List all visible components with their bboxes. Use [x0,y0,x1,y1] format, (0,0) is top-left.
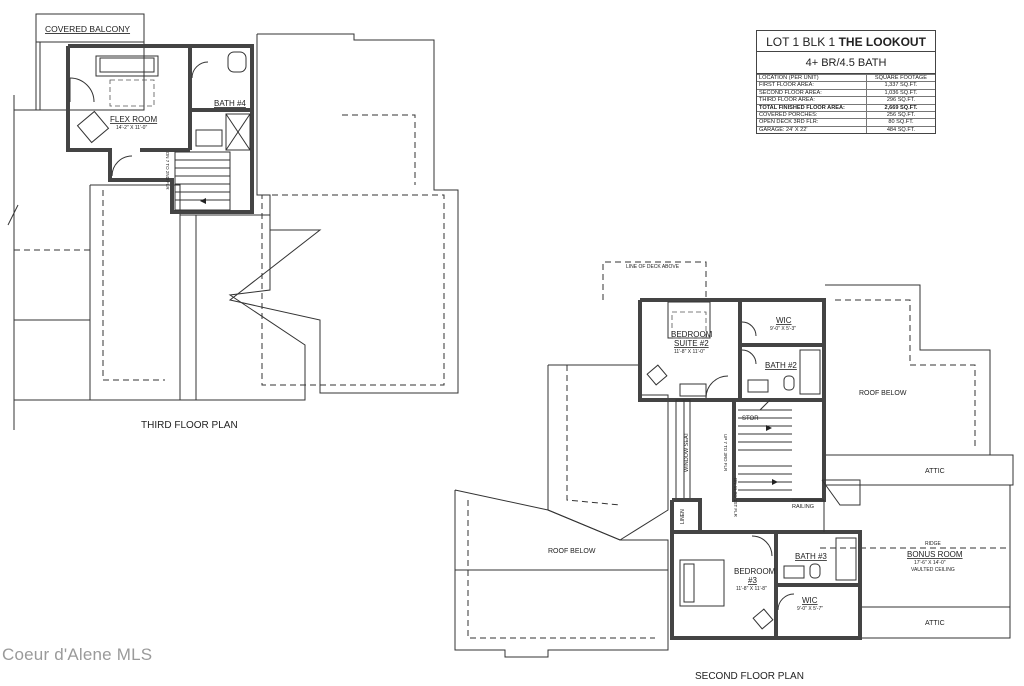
area-row-label: COVERED PORCHES: [757,111,867,119]
bedroom3-dimensions: 11'-8" X 11'-8" [736,586,767,592]
area-table-grid: LOCATION (PER UNIT) SQUARE FOOTAGE FIRST… [757,73,935,134]
up-stair-note: UP 7 TO 3RD FLR [723,434,728,472]
area-row-label: OPEN DECK 3RD FLR: [757,118,867,127]
area-table: LOT 1 BLK 1 THE LOOKOUT 4+ BR/4.5 BATH L… [756,30,936,135]
bath4-label: BATH #4 [214,99,246,108]
area-table-row: COVERED PORCHES:256 SQ.FT. [757,111,935,119]
bonus-room-note: VAULTED CEILING [911,567,955,573]
bedroom2-label-line1: BEDROOM [671,330,713,339]
area-row-value: 296 SQ.FT. [865,96,935,105]
area-row-value: 484 SQ.FT. [865,125,935,134]
project-subtitle: 4+ BR/4.5 BATH [757,52,935,74]
area-row-value: 1,036 SQ.FT. [865,88,935,97]
linen-label: LINEN [680,509,686,524]
area-row-value: 256 SQ.FT. [865,111,935,119]
area-table-row: SECOND FLOOR AREA:1,036 SQ.FT. [757,88,935,97]
bedroom3-label-line1: BEDROOM [734,567,776,576]
flex-room-dimensions: 14'-2" X 11'-0" [116,125,147,131]
area-row-label: GARAGE: 24' X 22' [757,125,867,134]
ridge-label: RIDGE [925,541,942,547]
covered-balcony-label: COVERED BALCONY [45,24,130,34]
header-value: SQUARE FOOTAGE [865,73,935,82]
third-stair-note: DN 7 TO 2ND FLR [165,152,170,190]
dn-stair-note: DN 11 TO 1ST FLR [733,478,738,518]
area-row-label: THIRD FLOOR AREA: [757,96,867,105]
stor-label: STOR [742,416,759,422]
bonus-room-label: BONUS ROOM [907,550,963,559]
attic-top-label: ATTIC [925,468,945,475]
wic-top-dimensions: 9'-0" X 5'-3" [770,326,796,332]
covered-balcony-outline [35,13,145,111]
area-row-value: 1,337 SQ.FT. [865,81,935,90]
area-table-row: FIRST FLOOR AREA:1,337 SQ.FT. [757,81,935,90]
area-row-label: TOTAL FINISHED FLOOR AREA: [757,103,867,112]
area-table-row: GARAGE: 24' X 22'484 SQ.FT. [757,125,935,134]
flex-room-label: FLEX ROOM [110,115,157,124]
area-table-row: OPEN DECK 3RD FLR:80 SQ.FT. [757,118,935,127]
area-table-header: LOCATION (PER UNIT) SQUARE FOOTAGE [757,73,935,82]
bedroom2-dimensions: 11'-8" X 11'-0" [674,349,705,355]
wic-bottom-dimensions: 9'-0" X 5'-7" [797,606,823,612]
second-floor-plan-title: SECOND FLOOR PLAN [695,671,804,682]
bath2-label: BATH #2 [765,361,797,370]
second-floor-plan [454,261,1014,658]
third-floor-plan [7,13,459,430]
window-seat-label: WINDOW SEAT [684,432,690,472]
area-table-row: TOTAL FINISHED FLOOR AREA:2,669 SQ.FT. [757,103,935,112]
header-location: LOCATION (PER UNIT) [757,73,867,82]
area-table-row: THIRD FLOOR AREA:296 SQ.FT. [757,96,935,105]
project-title-name: THE LOOKOUT [838,35,926,49]
mls-watermark: Coeur d'Alene MLS [2,645,153,664]
wic-bottom-label: WIC [802,596,818,605]
railing-label: RAILING [792,504,814,510]
project-title: LOT 1 BLK 1 THE LOOKOUT [757,31,935,52]
area-row-value: 80 SQ.FT. [865,118,935,127]
attic-bottom-label: ATTIC [925,620,945,627]
wic-top-label: WIC [776,316,792,325]
bedroom2-label-line2: SUITE #2 [674,339,709,348]
roof-below-left-label: ROOF BELOW [548,548,596,555]
line-of-deck-label: LINE OF DECK ABOVE [626,264,680,270]
area-row-label: SECOND FLOOR AREA: [757,88,867,97]
area-row-label: FIRST FLOOR AREA: [757,81,867,90]
project-title-prefix: LOT 1 BLK 1 [766,35,836,49]
bonus-room-dimensions: 17'-6" X 14'-0" [914,560,946,566]
third-floor-plan-title: THIRD FLOOR PLAN [141,420,238,431]
area-row-value: 2,669 SQ.FT. [865,103,935,112]
bath3-label: BATH #3 [795,552,827,561]
roof-below-right-label: ROOF BELOW [859,390,907,397]
bedroom3-label-line2: #3 [748,576,757,585]
